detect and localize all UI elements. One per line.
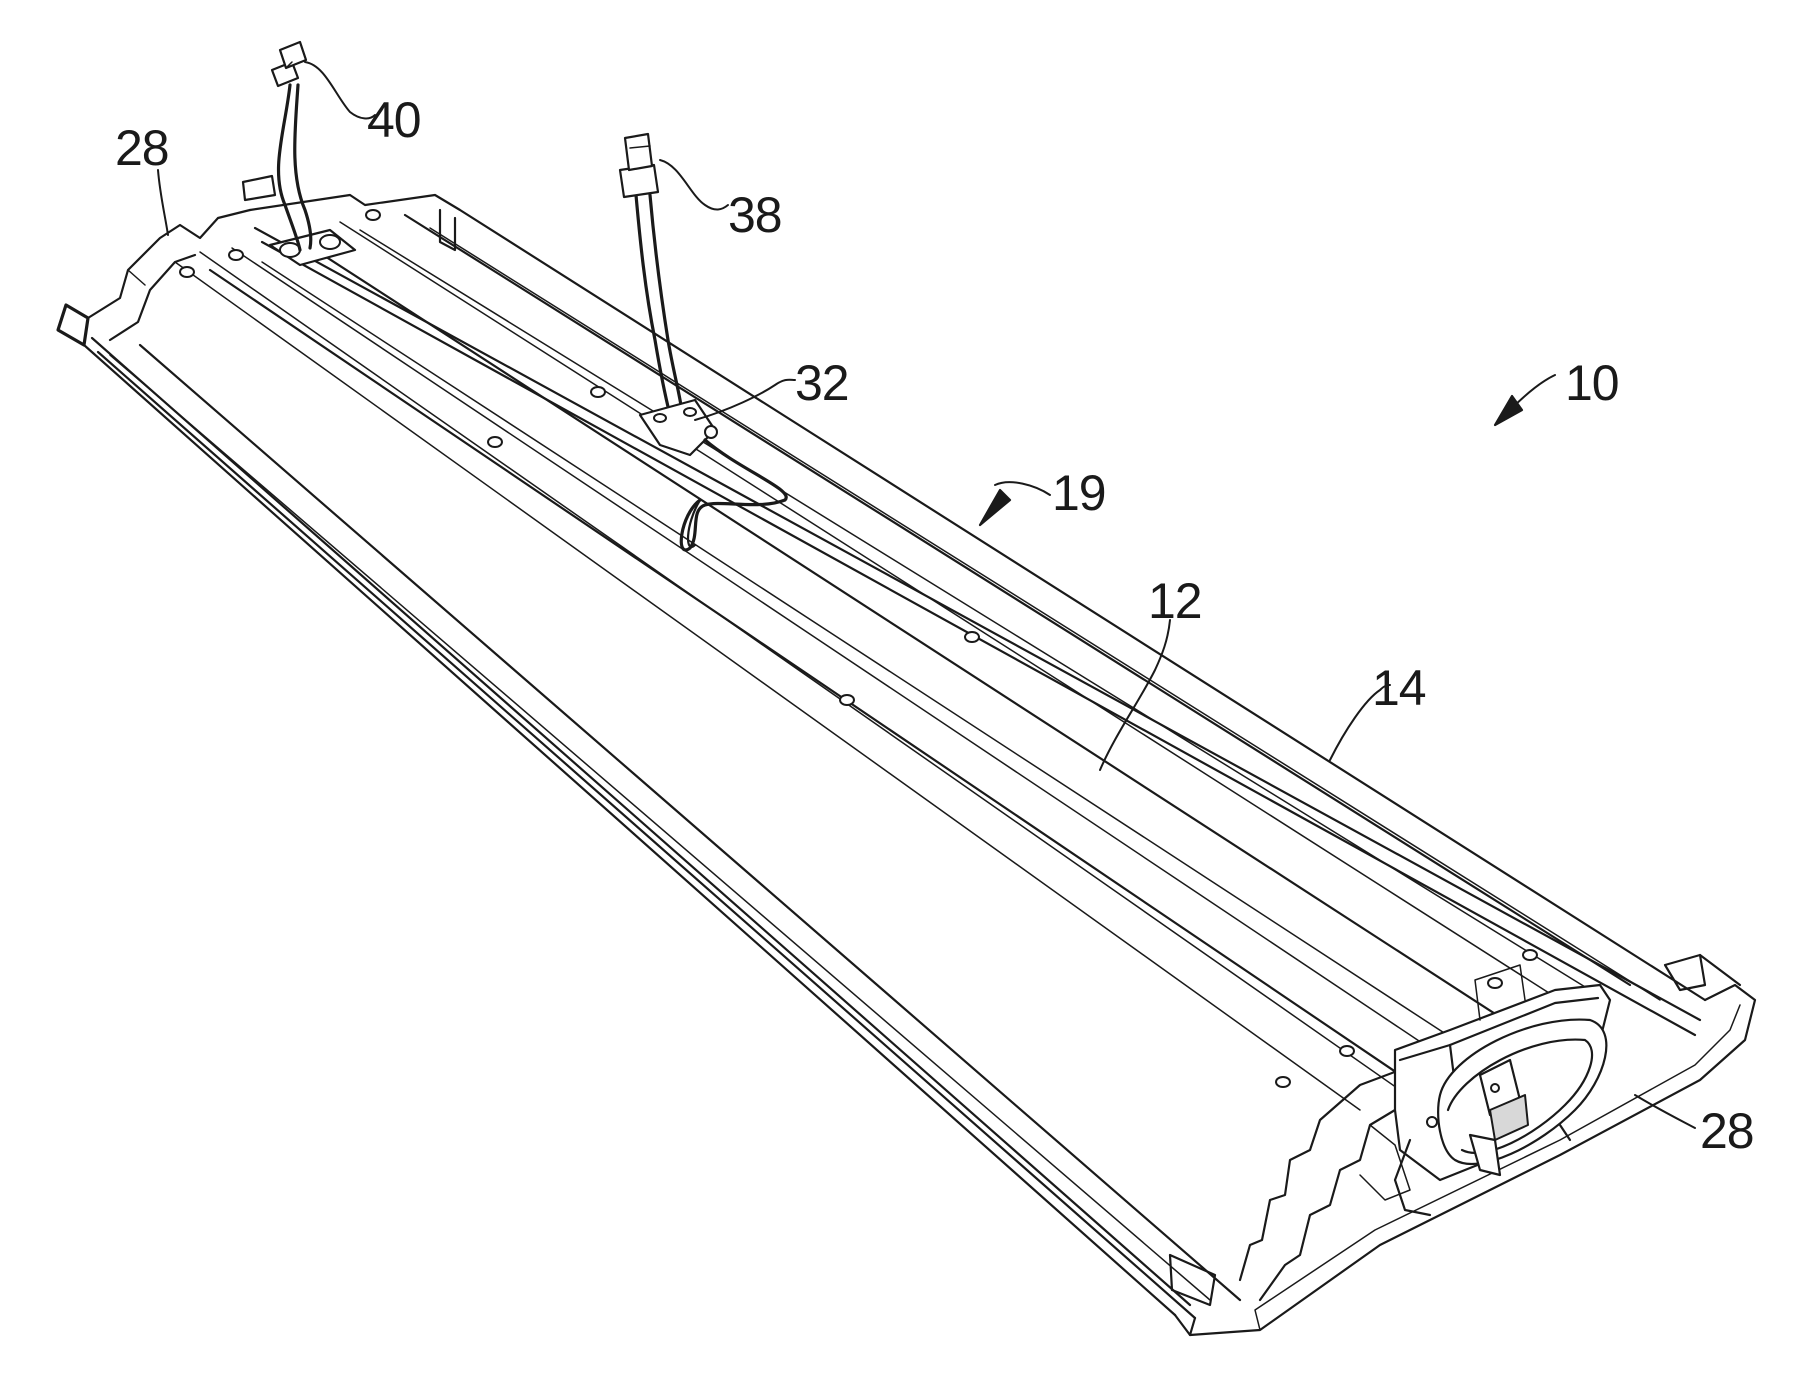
ref-label-32: 32 xyxy=(795,355,849,411)
ref-label-28-top: 28 xyxy=(115,120,169,176)
ref-label-40: 40 xyxy=(367,92,421,148)
ref-label-38: 38 xyxy=(728,187,782,243)
wire-harness-38 xyxy=(620,134,682,415)
ref-label-12: 12 xyxy=(1148,573,1202,629)
ref-label-28-bottom: 28 xyxy=(1700,1103,1754,1159)
ref-label-10: 10 xyxy=(1565,355,1619,411)
ref-label-19: 19 xyxy=(1052,465,1106,521)
ref-label-14: 14 xyxy=(1372,660,1426,716)
wire-harness-40 xyxy=(272,42,311,250)
reference-numerals: 40 28 38 32 10 19 12 14 28 xyxy=(115,92,1754,1159)
fixture-housing xyxy=(58,176,1755,1335)
wire-knockout-plate xyxy=(270,230,355,265)
